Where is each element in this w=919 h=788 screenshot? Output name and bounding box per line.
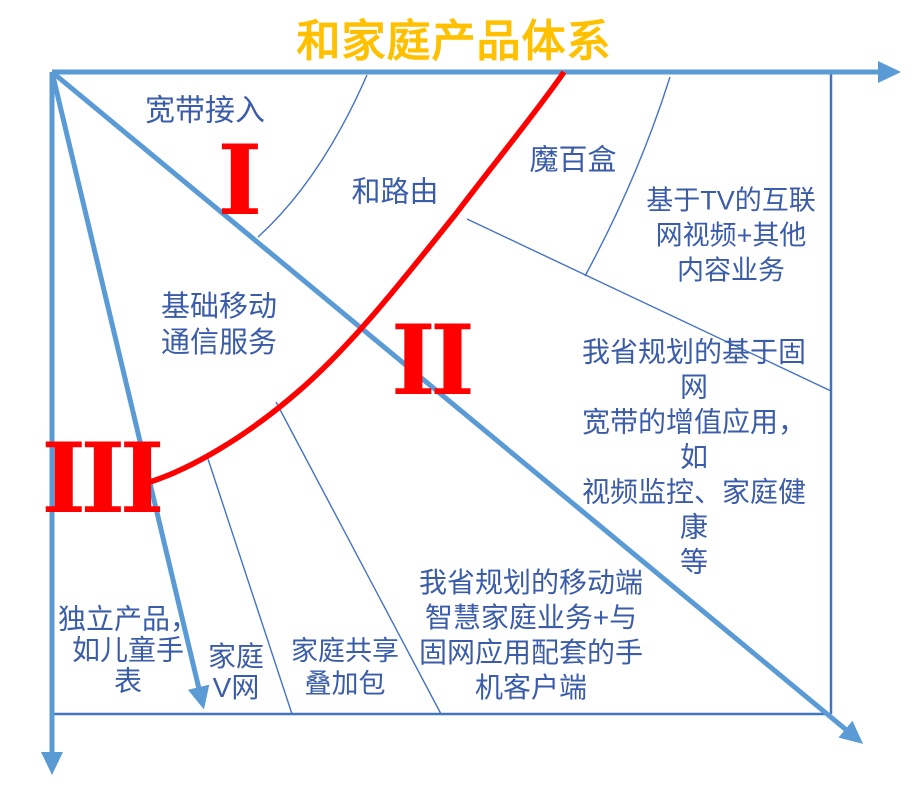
label-broadband-access: 宽带接入 [145,94,265,128]
label-router: 和路由 [351,176,439,209]
divider-line-zone2-fixed [466,218,832,392]
label-independent-product: 独立产品， 如儿童手 表 [57,603,199,697]
label-tv-content: 基于TV的互联 网视频+其他 内容业务 [646,185,816,286]
steep-diagonal-arrow [49,71,210,710]
label-mobile-smart-home: 我省规划的移动端 智慧家庭业务+与 固网应用配套的手 机客户端 [418,567,644,703]
main-diagonal-arrow [50,70,864,744]
arc-broadband-router [257,74,368,238]
arc-box-tv [584,76,671,277]
label-family-vnet: 家庭 V网 [207,641,265,703]
divider-line-share-smart [275,401,442,715]
label-family-share-pack: 家庭共享 叠加包 [291,636,399,699]
label-magic-box: 魔百盒 [529,144,617,177]
zone-numeral-3: III [41,422,164,535]
label-fixed-value-added: 我省规划的基于固网 宽带的增值应用，如 视频监控、家庭健康 等 [581,336,806,578]
red-zone-curve [149,70,567,485]
label-mobile-base-service: 基础移动 通信服务 [160,291,278,359]
divider-line-vnet-share [207,458,293,715]
zone-numeral-2: II [390,304,475,417]
page-title: 和家庭产品体系 [296,17,612,66]
zone-numeral-1: I [217,124,262,237]
